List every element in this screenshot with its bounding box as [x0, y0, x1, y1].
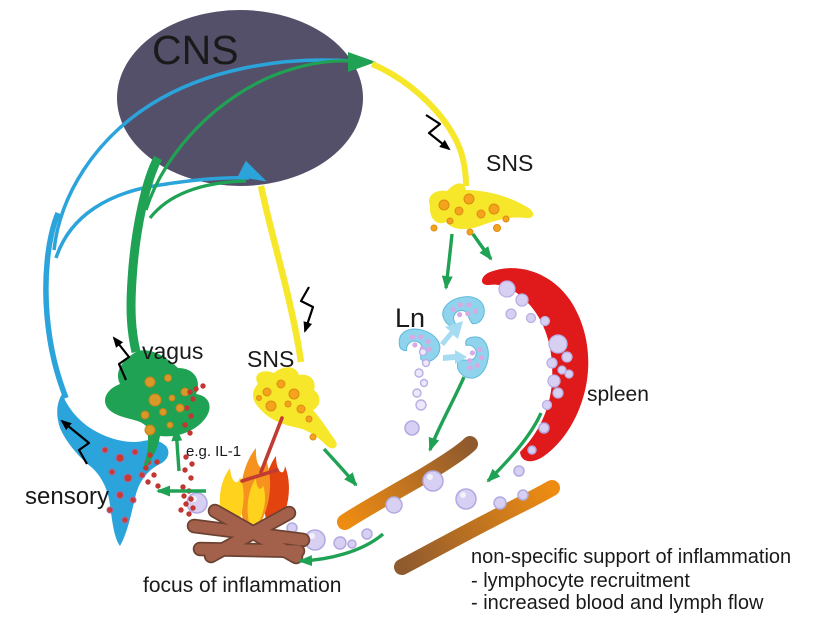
- blood-vessels: [337, 436, 560, 575]
- sns-upper-label: SNS: [486, 150, 533, 176]
- sns-mid-label: SNS: [247, 346, 294, 372]
- vagus-terminal: [105, 350, 210, 470]
- sensory-afferent-fiber-upper: [52, 58, 353, 251]
- sensory-afferent-fiber-lower: [54, 176, 250, 259]
- sympathetic-fibers: [257, 61, 469, 363]
- sympathetic-fiber-upper: [370, 61, 469, 187]
- vagus-vesicles: [140, 374, 190, 436]
- support-note-line2: - lymphocyte recruitment: [471, 570, 690, 592]
- lymph-flow-arrow-icon: [440, 321, 463, 346]
- afferent-fibers: [52, 52, 376, 259]
- cns-input-arrowhead-blue: [237, 160, 267, 182]
- flame-inner-yellow: [247, 478, 266, 526]
- sensory-label: sensory: [25, 483, 109, 510]
- blood-vessel-lower: [394, 480, 560, 575]
- vagus-afferent-fiber-lower: [148, 179, 247, 219]
- spleen-label: spleen: [587, 383, 649, 406]
- cns-ellipse: [117, 10, 363, 186]
- arrow-sns-to-vessel: [322, 447, 358, 487]
- vagus-afferent-fiber-upper: [144, 59, 352, 211]
- arrow-sns-to-lymphnodes: [441, 233, 454, 290]
- logs: [188, 505, 309, 563]
- sns-mid-vesicles: [256, 379, 317, 441]
- il1-label: e.g. IL-1: [186, 443, 241, 460]
- sympathetic-fiber-mid: [257, 185, 305, 363]
- vagus-label: vagus: [142, 338, 203, 364]
- support-note-line1: non-specific support of inflammation: [471, 546, 791, 568]
- sns-terminal-upper: [429, 183, 534, 236]
- cell-highlights: [191, 474, 466, 539]
- lymph-node: [398, 328, 441, 362]
- lymphnode-label: Ln: [395, 303, 425, 333]
- support-note-line3: - increased blood and lymph flow: [471, 592, 764, 614]
- inhibition-tbar-icon: [240, 416, 284, 483]
- arrow-sns-to-spleen: [471, 233, 493, 261]
- stimulation-arrows: [156, 233, 543, 567]
- cns-region: CNS: [117, 10, 363, 186]
- il1-mediator-dots: [143, 383, 206, 517]
- arrow-lymphnodes-to-vessel: [428, 376, 466, 452]
- action-potential-arrow-icon: [112, 336, 131, 381]
- sns-terminal-mid: [252, 367, 337, 449]
- cns-label: CNS: [152, 27, 239, 73]
- spleen-organ: [481, 268, 589, 462]
- action-potential-arrow-icon: [425, 114, 451, 151]
- sns-upper-vesicles: [430, 193, 510, 236]
- vagus-axon: [126, 155, 163, 353]
- arrow-cells-to-focus: [298, 532, 385, 567]
- action-potential-arrow-icon: [60, 419, 91, 465]
- blood-vessel-upper: [337, 436, 478, 530]
- spleen-lymphocytes: [498, 280, 574, 411]
- lymph-nodes: [398, 296, 489, 411]
- lymphocyte-trail-from-nodes: [412, 347, 431, 411]
- arrow-spleen-to-vessels: [486, 412, 543, 483]
- lymph-flow-arrow-icon: [443, 350, 467, 364]
- arrow-il1-to-vagus: [171, 427, 183, 472]
- diagram-labels: SNS vagus SNS sensory Ln spleen e.g. IL-…: [25, 150, 791, 614]
- inflammation-fire-icon: [186, 448, 311, 565]
- action-potential-arrow-icon: [299, 286, 315, 333]
- action-potential-icons: [60, 114, 451, 465]
- sensory-axon: [43, 211, 69, 400]
- cns-output-arrowhead-green: [348, 52, 376, 72]
- focus-label: focus of inflammation: [143, 574, 341, 597]
- spleen-shape: [481, 268, 589, 462]
